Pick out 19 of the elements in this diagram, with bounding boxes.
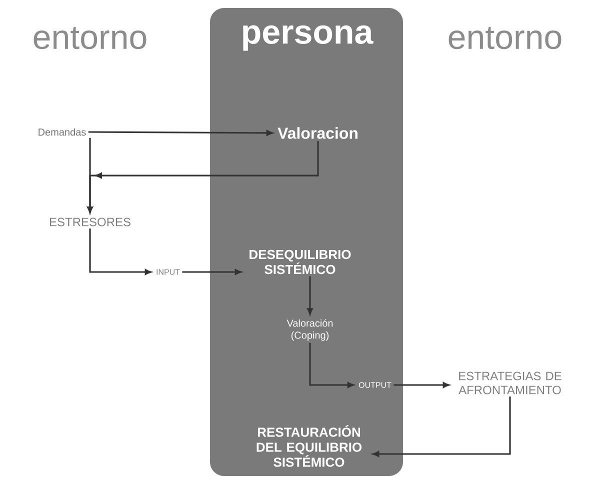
heading: entorno — [34, 26, 146, 50]
arrow — [307, 276, 313, 315]
flow-label: OUTPUT — [358, 382, 392, 388]
heading: entorno — [448, 26, 562, 50]
arrow — [182, 269, 242, 275]
flow-text: Demandas — [38, 128, 86, 136]
arrow — [394, 382, 450, 388]
arrow — [89, 228, 152, 275]
arrow — [309, 342, 354, 388]
flow-label: INPUT — [156, 269, 180, 275]
state-text: RESTAURACIÓN DEL EQUILIBRIO SISTÉMICO — [256, 425, 362, 467]
flow-text: ESTRATEGIAS DE AFRONTAMIENTO — [458, 372, 562, 394]
flow-text: ESTRESORES — [50, 218, 130, 226]
step-text: Valoracion — [278, 127, 358, 139]
arrow — [87, 141, 319, 214]
arrow — [88, 130, 273, 136]
state-text: DESEQUILIBRIO SISTÉMICO — [250, 250, 351, 274]
arrow — [372, 396, 511, 457]
step-text: Valoración (Coping) — [286, 319, 333, 341]
